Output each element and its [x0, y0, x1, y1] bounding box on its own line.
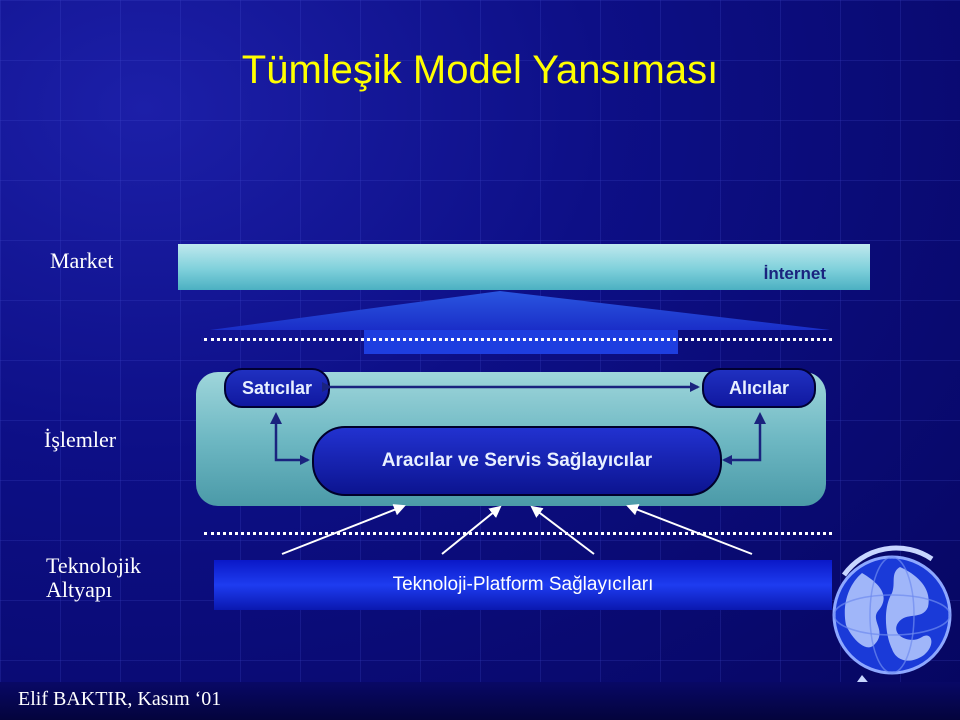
row-label-technology-line1: Teknolojik [46, 553, 142, 578]
row-label-technology-line2: Altyapı [46, 577, 112, 602]
row-label-processes: İşlemler [44, 427, 117, 452]
sellers-pill: Satıcılar [224, 368, 330, 408]
divider-top [204, 338, 832, 341]
row-label-market: Market [50, 248, 114, 273]
internet-label: İnternet [763, 264, 826, 283]
slide-title: Tümleşik Model Yansıması [241, 48, 719, 92]
buyers-intermediaries-arrow [722, 412, 766, 465]
intermediaries-capsule: Aracılar ve Servis Sağlayıcılar [312, 426, 722, 496]
sellers-intermediaries-arrow [270, 412, 310, 465]
footer-credit: Elif BAKTIR, Kasım ‘01 [18, 688, 222, 710]
divider-bottom [204, 532, 832, 535]
tech-platform-label: Teknoloji-Platform Sağlayıcıları [392, 574, 654, 595]
tech-support-arrows [281, 504, 753, 555]
internet-bar: İnternet [178, 244, 870, 290]
footer-strip [0, 682, 960, 720]
buyers-pill: Alıcılar [702, 368, 816, 408]
tech-platform-bar: Teknoloji-Platform Sağlayıcıları [214, 560, 832, 610]
row-label-technology: Teknolojik Altyapı [46, 554, 141, 602]
